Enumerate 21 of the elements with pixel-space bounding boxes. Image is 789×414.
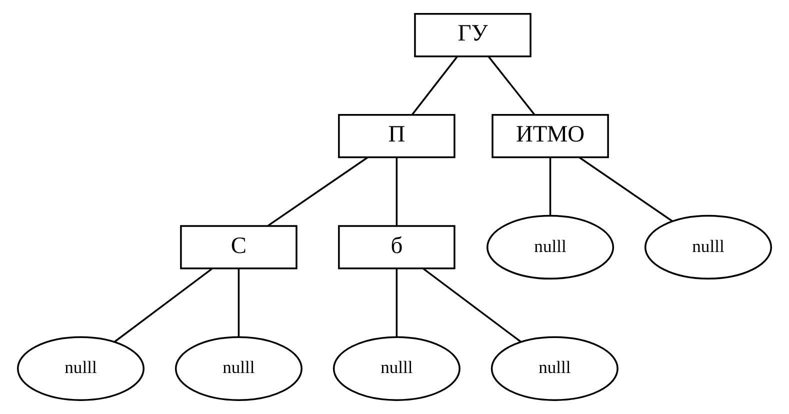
node-ellipse: nulll [644,214,772,280]
node-box: б [338,225,456,270]
node-ellipse: nulll [16,336,145,401]
connector [238,268,240,338]
node-box: ГУ [414,13,532,58]
connector [396,157,398,226]
connector [422,268,522,343]
node-box: П [338,114,456,158]
connector [268,156,368,226]
node-ellipse: nulll [174,336,302,401]
node-ellipse: nulll [486,214,614,280]
node-ellipse: nulll [490,336,618,401]
connector [549,157,552,216]
connector [488,56,536,116]
node-box: С [180,225,298,270]
connector [114,268,212,343]
connector [396,268,398,338]
connector [411,56,458,116]
connector [578,156,673,222]
node-ellipse: nulll [332,336,460,401]
node-box: ИТМО [492,114,609,158]
